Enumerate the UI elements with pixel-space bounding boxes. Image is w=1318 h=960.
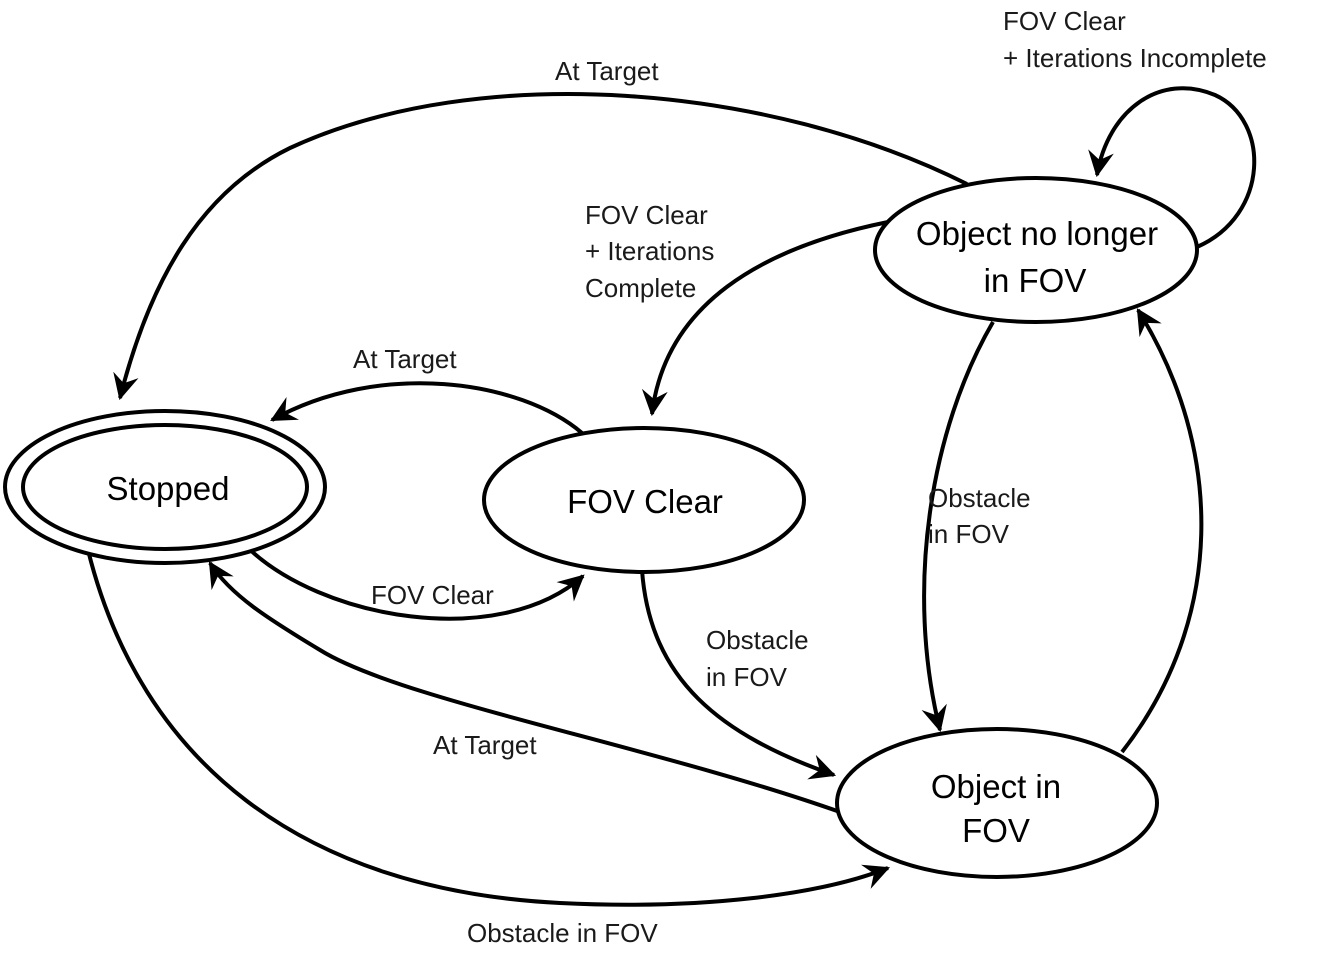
- edge-label-object-in-to-stopped: At Target: [433, 730, 537, 760]
- state-stopped-inner-ring: [21, 423, 309, 551]
- edge-label-no-longer-to-fov-clear-line-2: + Iterations: [585, 236, 714, 266]
- state-object-no-longer-in-fov: Object no longer in FOV: [873, 176, 1199, 324]
- edge-no-longer-to-fov-clear: [641, 220, 889, 417]
- edge-label-self-loop-line-1: FOV Clear: [1003, 6, 1126, 36]
- state-object-no-longer-shape: [873, 176, 1199, 324]
- edge-label-fov-clear-to-object-in-line-2: in FOV: [706, 662, 788, 692]
- edge-object-in-to-stopped: [208, 561, 841, 814]
- edge-label-no-longer-to-object-in-line-1: Obstacle: [928, 483, 1031, 513]
- state-object-in-label-line-1: Object in: [931, 768, 1061, 805]
- state-fov-clear: FOV Clear: [482, 426, 806, 574]
- state-object-no-longer-label-line-2: in FOV: [984, 262, 1087, 299]
- edge-object-in-to-no-longer: [1120, 308, 1204, 754]
- edge-stopped-to-fov-clear: [243, 543, 585, 621]
- state-fov-clear-label: FOV Clear: [567, 483, 723, 520]
- edge-fov-clear-to-stopped: [270, 381, 584, 435]
- edge-label-fov-clear-to-object-in-line-1: Obstacle: [706, 625, 809, 655]
- edge-stopped-to-object-in: [86, 549, 891, 907]
- edge-label-no-longer-to-stopped: At Target: [555, 56, 659, 86]
- edge-label-no-longer-to-fov-clear-line-3: Complete: [585, 273, 696, 303]
- edge-no-longer-self-loop: [1088, 86, 1257, 249]
- state-object-in-label-line-2: FOV: [962, 812, 1030, 849]
- state-stopped-label: Stopped: [107, 470, 230, 507]
- state-object-in-fov: Object in FOV: [835, 727, 1159, 879]
- edge-no-longer-to-stopped: [113, 92, 968, 401]
- edge-label-self-loop-line-2: + Iterations Incomplete: [1003, 43, 1267, 73]
- state-stopped: Stopped: [3, 409, 327, 565]
- edge-no-longer-to-object-in: [921, 320, 995, 733]
- edge-label-stopped-to-fov-clear: FOV Clear: [371, 580, 494, 610]
- edge-label-stopped-to-object-in: Obstacle in FOV: [467, 918, 658, 948]
- edge-label-no-longer-to-object-in-line-2: in FOV: [928, 519, 1010, 549]
- state-object-in-shape: [835, 727, 1159, 879]
- state-fov-clear-shape: [482, 426, 806, 574]
- state-object-no-longer-label-line-1: Object no longer: [916, 215, 1158, 252]
- edge-label-fov-clear-to-stopped: At Target: [353, 344, 457, 374]
- edge-fov-clear-to-object-in: [640, 569, 837, 780]
- edge-label-no-longer-to-fov-clear-line-1: FOV Clear: [585, 200, 708, 230]
